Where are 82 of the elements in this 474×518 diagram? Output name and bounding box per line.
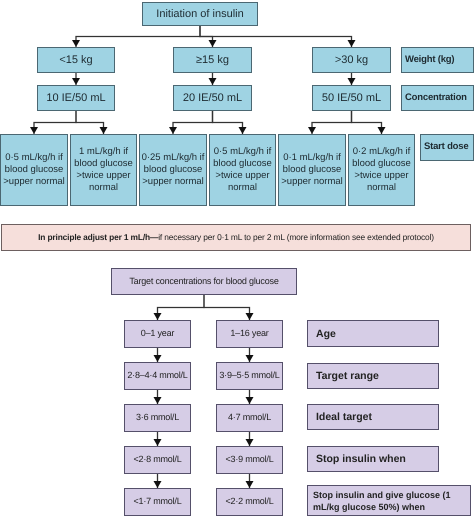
node-text: Target range [316,370,379,382]
node-text: Target concentrations for blood glucose [129,274,279,288]
row-label-box [307,404,439,430]
process-box [124,320,191,348]
node-text: <3·9 mmol/L [225,453,274,466]
node-text: 50 IE/50 mL [322,90,382,106]
process-box [111,268,297,295]
process-box [124,446,191,474]
process-box [124,404,191,432]
node-text: 4·7 mmol/L [228,411,271,424]
process-box [216,320,283,348]
arrow [246,348,254,362]
arrow [72,73,80,85]
node-text: In principle adjust per 1 mL/h—if necessary per 0·1 mL to per 2 mL (more information see extended protocol) [38,231,434,244]
node-text: 0·2 mL/kg/h if blood glucose >twice upper normal [351,146,412,194]
node-text: Initiation of insulin [156,6,244,22]
node-text: 0·25 mL/kg/h if blood glucose >upper normal [141,152,205,188]
node-text: <2·8 mmol/L [133,453,182,466]
arrow [350,111,386,134]
node-text: 0·1 mL/kg/h if blood glucose >upper normal [280,152,344,188]
node-text: Stop insulin and give glucose (1 mL/kg glucose 50%) when [313,488,452,512]
row-label-box [401,85,474,111]
process-box [312,85,391,111]
arrow [75,111,108,134]
arrow [154,432,162,446]
arrow [154,390,162,404]
node-text: <2·2 mmol/L [225,495,274,508]
node-text: Start dose [424,140,468,154]
dose-box [70,134,137,206]
row-label-box [307,320,439,347]
process-box [124,488,191,516]
dose-box [209,134,276,206]
row-label-box [307,446,439,472]
arrow [154,348,162,362]
arrow [348,73,356,85]
node-text: Weight (kg) [405,52,454,67]
arrow [246,432,254,446]
node-text: Age [316,328,336,340]
arrow [154,474,162,488]
row-label-box [307,485,471,516]
node-text: 3·6 mmol/L [136,411,179,424]
process-box [312,47,391,73]
node-text: Stop insulin when [316,453,406,465]
process-box [142,2,258,26]
node-text: <1·7 mmol/L [133,495,182,508]
row-label-box [420,134,474,161]
arrow [203,295,254,320]
process-box [173,85,252,111]
process-box [216,446,283,474]
node-text: <15 kg [59,52,93,68]
arrow [208,73,216,85]
node-text: 20 IE/50 mL [182,90,242,106]
process-box [37,47,115,73]
arrow [212,111,246,134]
node-text: 2·8–4·4 mmol/L [127,369,188,382]
process-box [124,362,191,390]
process-box [216,404,283,432]
process-box [37,85,115,111]
dose-box [278,134,346,206]
node-text: 0–1 year [140,327,174,340]
node-text: 1 mL/kg/h if blood glucose >twice upper normal [73,146,134,194]
dose-box [0,134,68,206]
node-text: ≥15 kg [196,52,229,68]
node-text: >30 kg [334,52,368,68]
node-text: 0·5 mL/kg/h if blood glucose >upper normal [2,152,66,188]
arrow [199,26,356,47]
arrow [246,474,254,488]
process-box [173,47,252,73]
row-label-box [307,363,439,389]
node-text: 3·9–5·5 mmol/L [219,369,280,382]
dose-box [348,134,415,206]
node-text: Concentration [405,90,467,105]
note-bar [1,224,471,251]
process-box [216,488,283,516]
process-box [216,362,283,390]
node-text: 1–16 year [230,327,269,340]
node-text: Ideal target [316,411,372,423]
row-label-box [401,47,474,73]
node-text: 10 IE/50 mL [46,90,106,106]
dose-box [139,134,207,206]
node-text: 0·5 mL/kg/h if blood glucose >twice upper normal [212,146,273,194]
arrow [246,390,254,404]
